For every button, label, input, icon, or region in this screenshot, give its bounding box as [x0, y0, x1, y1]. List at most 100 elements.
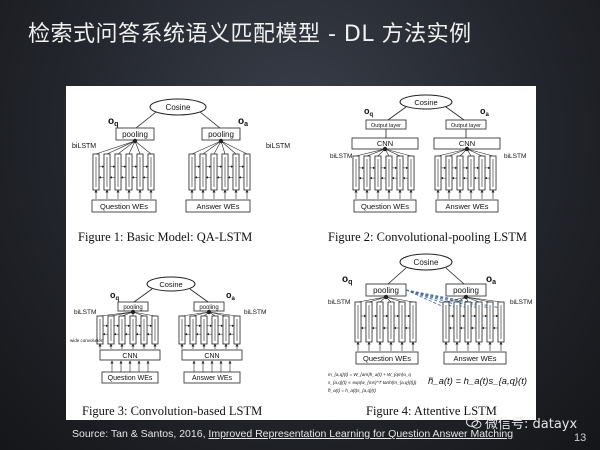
- lstm-to-pool-line: [445, 296, 467, 303]
- fig2-oq: oq: [364, 106, 374, 118]
- fig3-cosine-label: Cosine: [159, 280, 182, 289]
- pool-junction-dot: [464, 146, 470, 152]
- fig4-attention-line: [405, 289, 502, 309]
- lstm-to-pool-line: [465, 296, 480, 303]
- lstm-to-pool-line: [208, 311, 238, 317]
- lstm-to-pool-line: [134, 140, 152, 155]
- fig2-answer-box: [435, 199, 499, 213]
- lstm-to-pool-line: [448, 148, 468, 157]
- fig3-oa: oa: [226, 290, 236, 302]
- pool-junction-dot: [130, 309, 136, 315]
- pool-junction-dot: [206, 309, 212, 315]
- watermark-text: 微信号: datayx: [485, 417, 578, 432]
- fig1-oq: oq: [108, 116, 118, 128]
- fig4-bilstm-right: biLSTM: [510, 299, 532, 306]
- lstm-to-pool-line: [134, 140, 141, 155]
- fig1-link-right: [199, 111, 221, 129]
- lstm-to-pool-line: [355, 148, 386, 157]
- fig2-output-right-label: Output layer: [451, 123, 481, 129]
- lstm-to-pool-line: [106, 140, 136, 155]
- fig2-link-right: [445, 106, 465, 121]
- fig4-attention-line: [405, 289, 447, 309]
- fig2-question-box: [353, 199, 417, 213]
- lstm-to-pool-line: [437, 148, 468, 157]
- fig4-oa: oa: [486, 274, 496, 286]
- fig4-oq: oq: [342, 274, 352, 286]
- lstm-to-pool-line: [368, 296, 387, 303]
- lstm-to-pool-line: [366, 148, 386, 157]
- fig4-eq1: m_{a,q}(t) = W_{am}h_a(t) + W_{qm}o_q: [328, 372, 411, 377]
- lstm-to-pool-line: [385, 296, 403, 303]
- pool-junction-dot: [218, 138, 224, 144]
- fig3-cosine-node: [146, 276, 196, 292]
- fig4-pooling-right-label: pooling: [453, 286, 479, 295]
- fig2-link-left: [387, 106, 407, 121]
- fig2-lstm-left: [352, 146, 415, 199]
- fig1-answer-label: Answer WEs: [197, 202, 240, 211]
- lstm-to-pool-line: [99, 311, 134, 317]
- lstm-to-pool-line: [384, 148, 412, 157]
- lstm-to-pool-line: [385, 296, 414, 303]
- fig3-pooling-left-label: pooling: [123, 305, 142, 311]
- fig1-pooling-left-label: pooling: [122, 130, 148, 139]
- fig4-cosine-node: [399, 253, 453, 271]
- lstm-to-pool-line: [220, 140, 226, 155]
- fig2-lstm-right: [434, 146, 497, 199]
- fig4-question-label: Question WEs: [363, 354, 411, 363]
- fig2-output-left-label: Output layer: [371, 123, 401, 129]
- fig2-cnn-right-label: CNN: [459, 139, 475, 148]
- lstm-to-pool-line: [128, 140, 136, 155]
- fig2-oa: oa: [480, 106, 490, 118]
- source-link[interactable]: Improved Representation Learning for Que…: [208, 428, 514, 440]
- lstm-to-pool-line: [117, 140, 136, 155]
- fig2-cosine-label: Cosine: [414, 98, 437, 107]
- figure-3: Cosine oq oa pooling pooling biLSTM biLS…: [70, 276, 266, 384]
- fig3-caption: Figure 3: Convolution-based LSTM: [82, 404, 263, 418]
- fig3-bilstm-right: biLSTM: [244, 309, 266, 316]
- fig4-pooling-left-label: pooling: [373, 286, 399, 295]
- fig3-question-label: Question WEs: [108, 375, 153, 382]
- fig3-input-arrows: [110, 360, 232, 372]
- fig1-cosine-label: Cosine: [166, 103, 191, 112]
- fig1-question-label: Question WEs: [100, 202, 148, 211]
- fig2-question-label: Question WEs: [361, 202, 409, 211]
- lstm-to-pool-line: [384, 148, 401, 157]
- fig3-lstm-right: [178, 309, 241, 349]
- fig3-cnn-left-label: CNN: [122, 353, 137, 360]
- lstm-to-pool-line: [213, 140, 222, 155]
- figures-svg: Cosine oq oa pooling pooling biLSTM biLS…: [70, 94, 532, 393]
- pool-junction-dot: [383, 294, 389, 300]
- lstm-to-pool-line: [466, 148, 494, 157]
- fig3-pooling-right-label: pooling: [199, 305, 218, 311]
- wechat-icon: [466, 417, 482, 429]
- pool-junction-dot: [463, 294, 469, 300]
- fig4-eq-main: h̃_a(t) = h_a(t)s_{a,q}(t): [428, 376, 527, 387]
- fig2-caption: Figure 2: Convolutional-pooling LSTM: [328, 230, 527, 244]
- lstm-to-pool-line: [191, 140, 222, 155]
- source-prefix: Source: Tan & Santos, 2016,: [72, 428, 209, 440]
- fig1-lstm-left: [92, 138, 155, 199]
- lstm-to-pool-line: [465, 296, 502, 303]
- fig3-oq: oq: [110, 290, 120, 302]
- fig4-question-box: [355, 351, 419, 365]
- lstm-to-pool-line: [192, 311, 210, 317]
- fig1-answer-box: [185, 199, 251, 213]
- page-number: 13: [574, 432, 587, 444]
- fig4-bilstm-left: biLSTM: [328, 299, 350, 306]
- lstm-to-pool-line: [110, 311, 134, 317]
- fig1-pooling-right-label: pooling: [208, 130, 234, 139]
- lstm-to-pool-line: [220, 140, 248, 155]
- lstm-to-pool-line: [220, 140, 237, 155]
- fig4-eq2: s_{a,q}(t) ∝ exp(w_{ms}^T tanh(m_{a,q}(t…: [328, 380, 417, 385]
- fig4-eq3: h̃_a(t) = h_a(t)s_{a,q}(t): [328, 388, 376, 393]
- lstm-to-pool-line: [95, 140, 136, 155]
- fig3-answer-label: Answer WEs: [192, 375, 233, 382]
- fig4-lstm-right: [442, 294, 505, 351]
- pool-junction-dot: [382, 146, 388, 152]
- slide-title: 检索式问答系统语义匹配模型 - DL 方法实例: [28, 22, 472, 47]
- lstm-to-pool-line: [202, 140, 222, 155]
- fig4-answer-box: [443, 351, 507, 365]
- figure-2: Cosine oq oa Output layer Output layer C…: [330, 94, 526, 213]
- source-citation: Source: Tan & Santos, 2016, Improved Rep…: [72, 428, 513, 440]
- fig4-cosine-label: Cosine: [414, 258, 439, 267]
